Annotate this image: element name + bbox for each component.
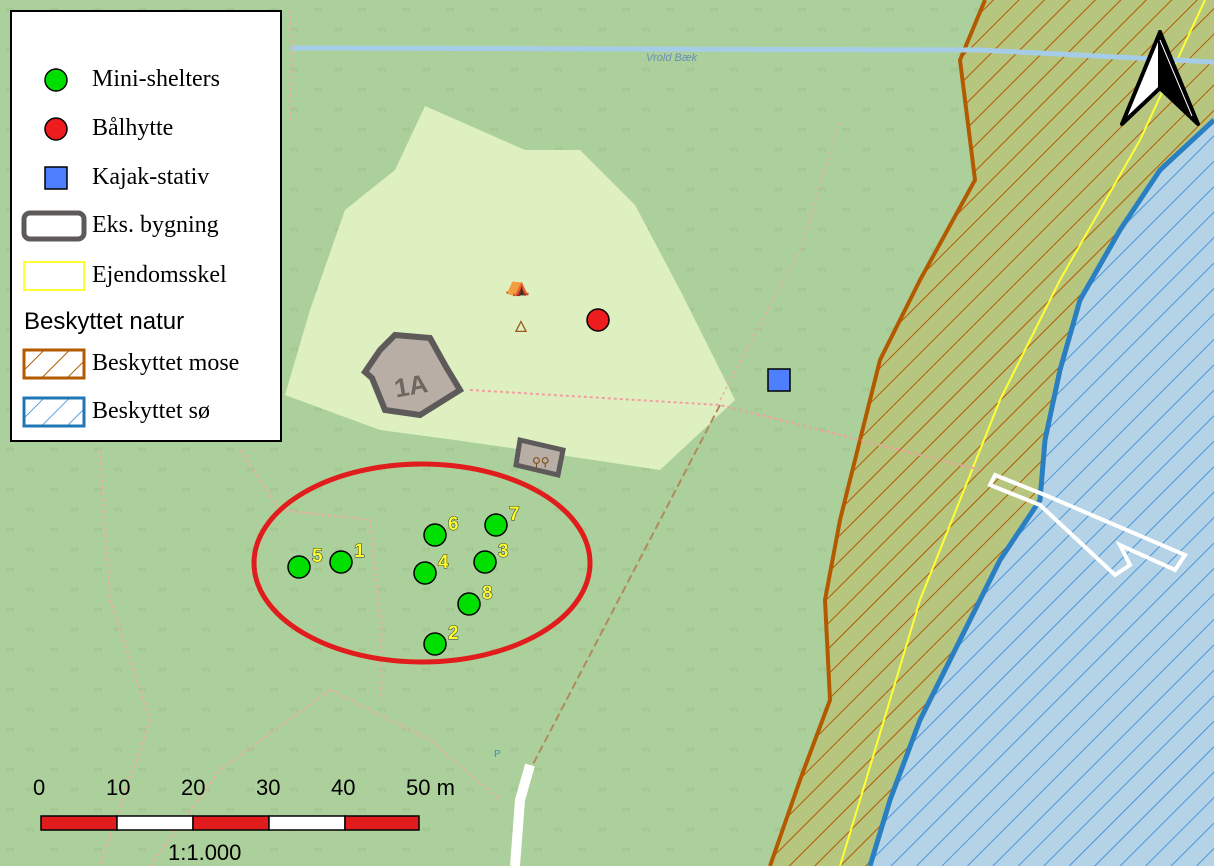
legend-item-beskyttet-mose: Beskyttet mose (12, 344, 280, 384)
river (289, 45, 1214, 65)
north-arrow-icon (1120, 30, 1200, 126)
building-outline-icon (21, 210, 87, 242)
shelter-1: 1 (329, 541, 365, 574)
scale-label-50: 50 m (406, 775, 455, 800)
legend-label: Kajak-stativ (92, 164, 210, 190)
parking-icon: P (494, 749, 501, 760)
baalhytte-marker (586, 308, 610, 332)
shelter-2: 2 (423, 623, 459, 656)
shelter-5: 5 (287, 546, 323, 579)
shelter-area-ellipse (251, 461, 593, 665)
svg-text:7: 7 (509, 504, 520, 525)
shelter-7: 7 (484, 504, 520, 537)
legend-item-beskyttet-soe: Beskyttet sø (12, 392, 280, 432)
svg-text:3: 3 (498, 541, 509, 562)
legend-item-baalhytte: Bålhytte (12, 109, 280, 149)
scale-label-30: 30 (256, 775, 281, 800)
existing-building-toilet (513, 436, 566, 479)
svg-text:2: 2 (448, 623, 459, 644)
shelter-8: 8 (457, 583, 493, 616)
legend-label: Eks. bygning (92, 212, 219, 238)
scale-label-0: 0 (33, 775, 46, 800)
legend-label: Mini-shelters (92, 66, 220, 92)
lake-shoreline (867, 118, 1214, 866)
property-line (839, 0, 1206, 866)
property-line-icon (23, 261, 85, 291)
legend-label: Ejendomsskel (92, 262, 227, 288)
bog-boundary (768, 0, 987, 866)
campfire-icon: 🜂 (514, 317, 528, 336)
map-legend: Mini-shelters Bålhytte Kajak-stativ Eks.… (10, 10, 282, 442)
scale-label-40: 40 (331, 775, 356, 800)
legend-item-ejendomsskel: Ejendomsskel (12, 256, 280, 296)
svg-text:1: 1 (354, 541, 365, 562)
bog-hatch-icon (22, 348, 86, 380)
track (529, 404, 721, 771)
legend-item-eks-bygning: Eks. bygning (12, 206, 280, 246)
svg-text:8: 8 (482, 583, 493, 604)
legend-heading-protected: Beskyttet natur (24, 308, 185, 335)
shelter-3: 3 (473, 541, 509, 574)
scale-label-10: 10 (106, 775, 131, 800)
scale-bar (40, 815, 420, 831)
jetty (987, 472, 1188, 578)
river-label: Vrold Bæk (646, 52, 698, 64)
tent-icon: ⛺ (505, 273, 530, 297)
building-label: 1A (392, 368, 430, 403)
legend-item-kajak-stativ: Kajak-stativ (12, 158, 280, 198)
existing-building-1a (361, 331, 465, 419)
shelter-6: 6 (423, 514, 459, 547)
toilet-icon: ⚲⚲ (532, 455, 550, 469)
green-circle-icon (44, 68, 68, 92)
legend-label: Beskyttet mose (92, 350, 240, 376)
svg-text:5: 5 (312, 546, 323, 567)
scale-ratio: 1:1.000 (168, 840, 242, 865)
shelter-4: 4 (413, 552, 449, 585)
svg-text:6: 6 (448, 514, 459, 535)
legend-item-mini-shelters: Mini-shelters (12, 60, 280, 100)
road (510, 763, 535, 866)
svg-text:4: 4 (438, 552, 449, 573)
lake-hatch-icon (22, 396, 86, 428)
legend-label: Bålhytte (92, 115, 174, 141)
red-circle-icon (44, 117, 68, 141)
scale-label-20: 20 (181, 775, 206, 800)
legend-label: Beskyttet sø (92, 398, 210, 424)
blue-square-icon (44, 166, 68, 190)
kajak-stativ-marker (767, 368, 791, 392)
